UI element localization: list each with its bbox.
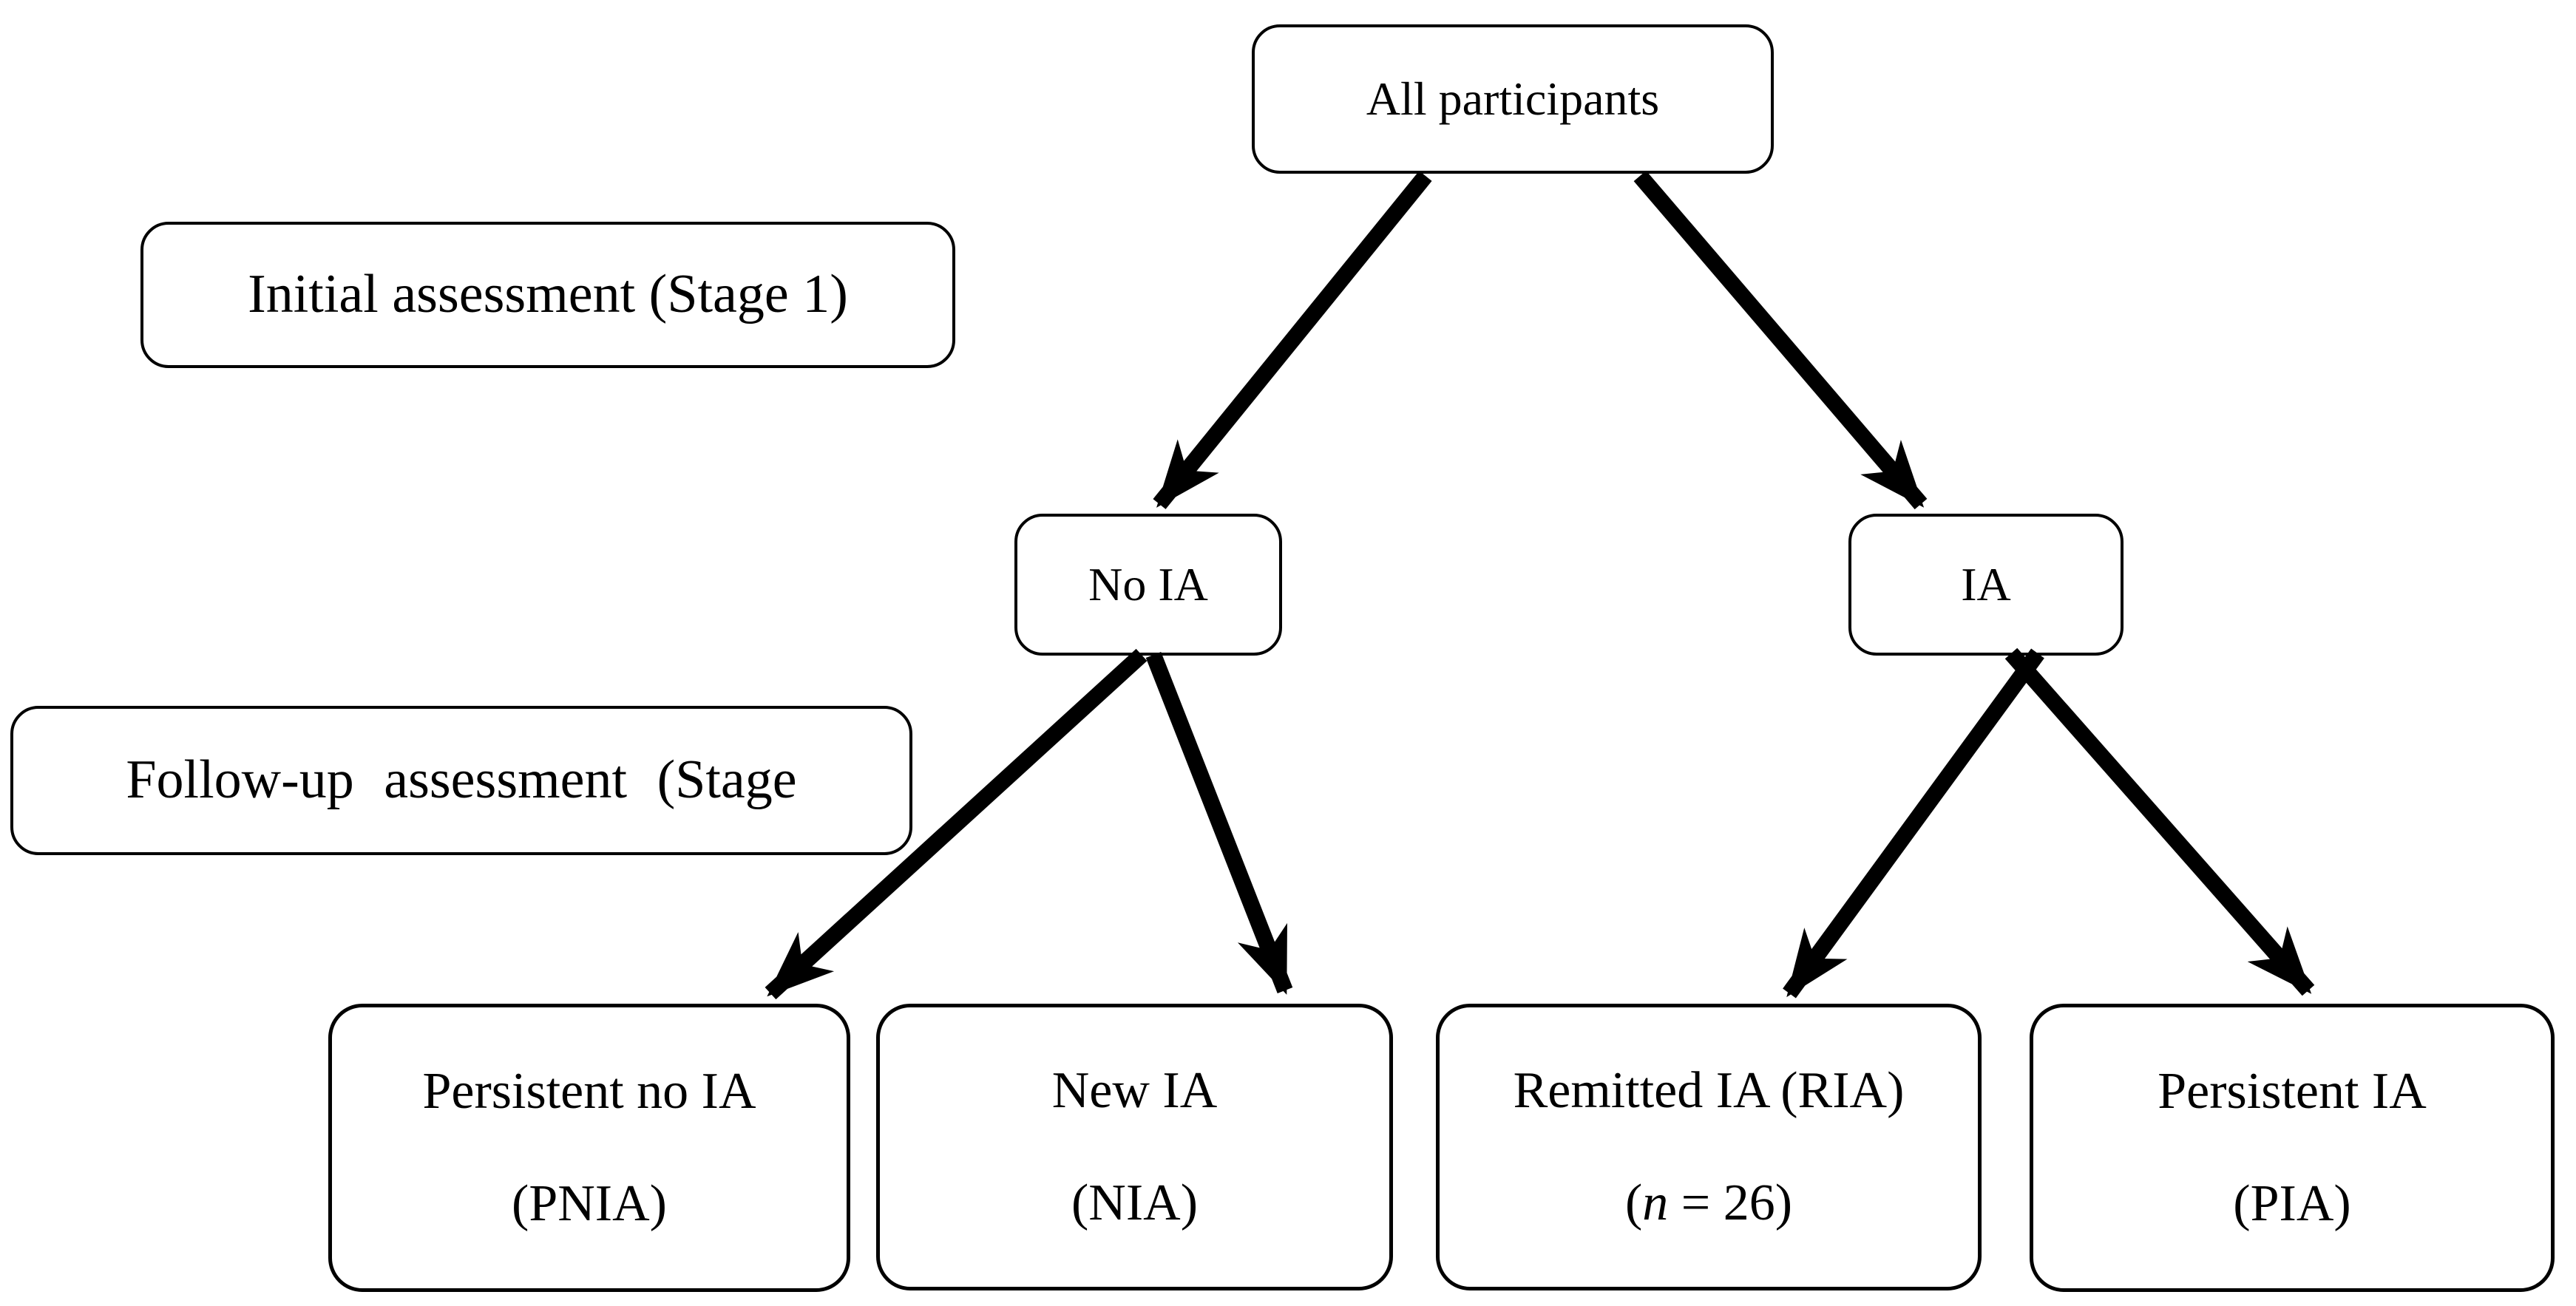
arrow-allparticipants-to-noia (1153, 171, 1432, 509)
stage2-label-box: Follow-up assessment (Stage (10, 706, 912, 855)
node-ia-label: IA (1961, 558, 2011, 611)
node-all-participants-label: All participants (1366, 72, 1660, 126)
node-pnia-line2: (PNIA) (512, 1175, 667, 1232)
arrow-noia-to-nia (1145, 651, 1293, 995)
arrow-allparticipants-to-ia (1633, 170, 1928, 510)
node-nia-line1: New IA (1051, 1061, 1218, 1119)
node-ria-line2: (n = 26) (1625, 1174, 1792, 1234)
stage1-label: Initial assessment (Stage 1) (248, 264, 848, 325)
node-ria: Remitted IA (RIA) (n = 26) (1436, 1004, 1982, 1290)
node-pia: Persistent IA (PIA) (2030, 1004, 2555, 1292)
arrow-ia-to-ria (1783, 648, 2044, 999)
node-pnia: Persistent no IA (PNIA) (328, 1004, 850, 1292)
node-pia-line1: Persistent IA (2158, 1062, 2427, 1120)
node-no-ia: No IA (1014, 514, 1282, 656)
node-ria-line2-rest: = 26) (1668, 1174, 1793, 1231)
stage1-label-box: Initial assessment (Stage 1) (140, 222, 955, 368)
node-nia: New IA (NIA) (876, 1004, 1393, 1290)
node-no-ia-label: No IA (1088, 558, 1208, 611)
stage2-label: Follow-up assessment (Stage (126, 749, 797, 811)
node-ria-line2-n: n (1642, 1174, 1669, 1231)
node-ria-line2-open: ( (1624, 1174, 1643, 1231)
node-pnia-line1: Persistent no IA (422, 1062, 756, 1120)
node-nia-line2: (NIA) (1071, 1174, 1199, 1231)
node-ia: IA (1848, 514, 2123, 656)
arrow-ia-to-pia (2004, 647, 2315, 996)
node-ria-line1: Remitted IA (RIA) (1513, 1061, 1905, 1119)
node-pia-line2: (PIA) (2233, 1175, 2351, 1232)
node-all-participants: All participants (1252, 24, 1774, 174)
